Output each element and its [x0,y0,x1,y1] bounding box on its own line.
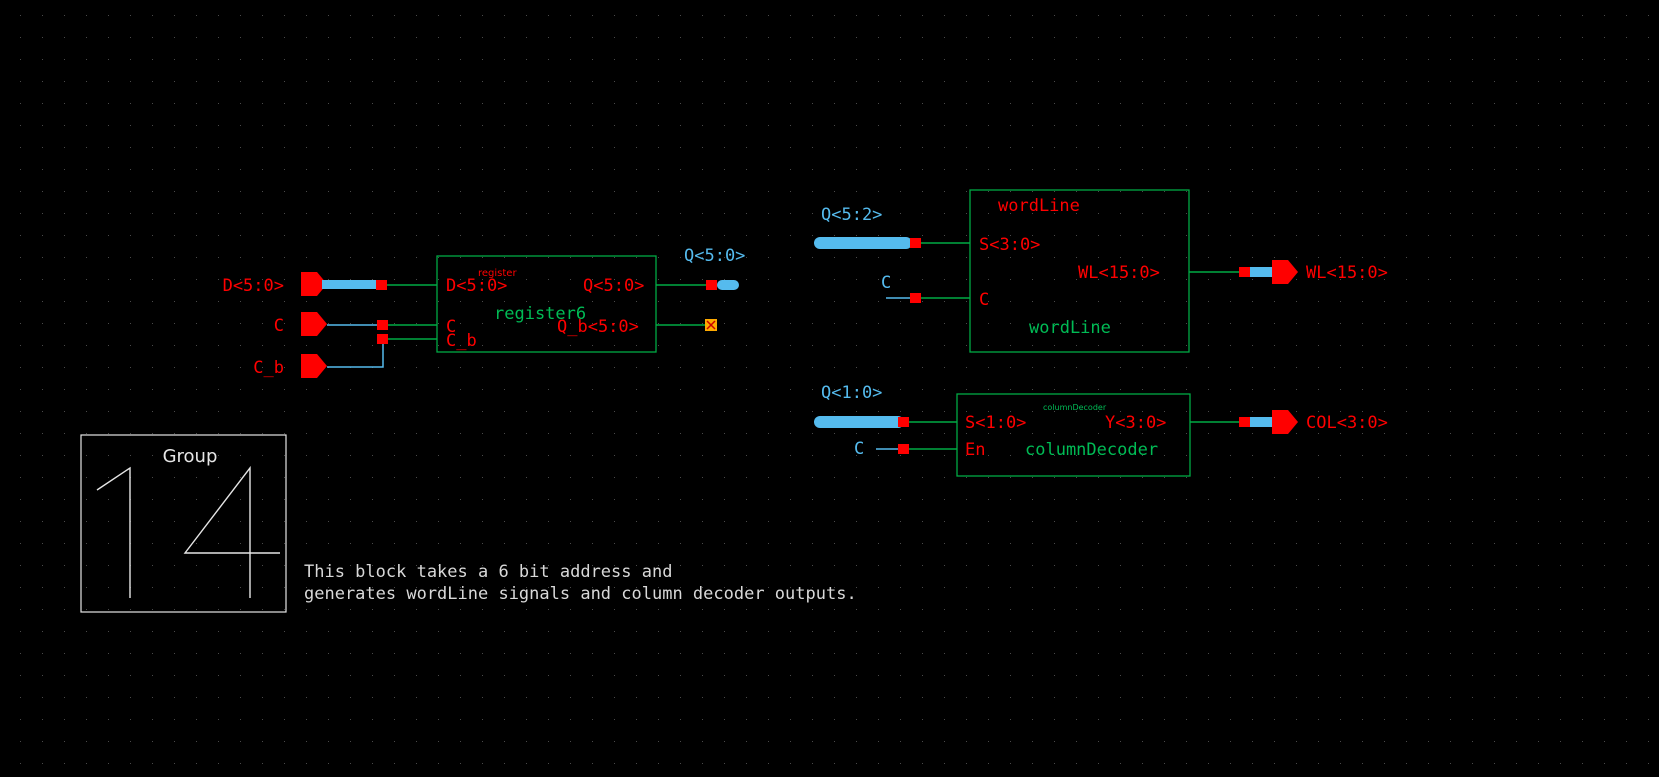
register-pin-qb: Q_b<5:0> [557,317,639,337]
input-pin-icon [301,272,327,296]
output-pin-wl[interactable]: WL<15:0> [1272,260,1388,284]
bus-endpoint [910,238,921,248]
net-label-q52: Q<5:2> [821,205,882,225]
group-box [80,434,287,613]
bus-wire-d[interactable] [322,280,382,289]
pin-label-d: D<5:0> [223,276,284,296]
wordline-box [969,189,1190,353]
noconnect-cross-icon [706,320,716,330]
bus-endpoint [376,280,387,290]
input-pin-d[interactable]: D<5:0> [223,272,327,296]
wire-endpoint [377,320,388,330]
column-decoder-box [956,393,1191,477]
register-instance-name: register6 [494,304,586,324]
input-pin-icon [301,312,327,336]
pin-label-cb: C_b [253,358,284,378]
net-label-c-coldec: C [854,439,864,459]
digit-one-glyph [96,466,131,598]
column-decoder-pin-y: Y<3:0> [1105,413,1166,433]
wire-endpoint [898,444,909,454]
pin-label-wl: WL<15:0> [1306,263,1388,283]
bus-endpoint [706,280,717,290]
net-label-q: Q<5:0> [684,246,745,266]
bus-stub-q52[interactable] [814,237,912,249]
column-decoder-instance[interactable]: columnDecoder S<1:0> Y<3:0> En columnDec… [956,393,1191,477]
description-line-1: This block takes a 6 bit address and [304,562,672,582]
output-pin-icon [1272,410,1298,434]
register-pin-cb: C_b [446,331,477,351]
input-pin-c[interactable]: C [274,312,327,336]
bus-stub-q[interactable] [717,280,739,290]
wordline-instance[interactable]: wordLine S<3:0> WL<15:0> C wordLine [969,189,1190,353]
wire-endpoint [377,334,388,344]
group-title: Group [163,446,218,467]
wordline-pin-s: S<3:0> [979,235,1040,255]
bus-endpoint [1239,267,1250,277]
pin-label-c: C [274,316,284,336]
description-line-2: generates wordLine signals and column de… [304,584,857,604]
column-decoder-pin-en: En [965,440,985,460]
bus-stub-wl[interactable] [1250,267,1274,277]
bus-endpoint [1239,417,1250,427]
digit-four-glyph [183,465,280,598]
output-pin-col[interactable]: COL<3:0> [1272,410,1388,434]
register-instance[interactable]: register D<5:0> Q<5:0> register6 C C_b Q… [436,255,657,353]
wordline-pin-c: C [979,290,989,310]
register-cell-label: register [478,268,517,279]
column-decoder-instance-name: columnDecoder [1025,440,1158,460]
input-pin-cb[interactable]: C_b [253,354,327,378]
wire-cb[interactable] [327,340,384,368]
wordline-cell-label: wordLine [998,196,1080,216]
register-pin-d: D<5:0> [446,276,507,296]
bus-endpoint [898,417,909,427]
wire-endpoint [910,293,921,303]
bus-stub-col[interactable] [1250,417,1274,427]
column-decoder-cell-label: columnDecoder [1043,403,1107,412]
register-box [436,255,657,353]
column-decoder-pin-s: S<1:0> [965,413,1026,433]
net-label-c-wordline: C [881,273,891,293]
input-pin-icon [301,354,327,378]
register-pin-q: Q<5:0> [583,276,644,296]
bus-stub-q10[interactable] [814,416,904,428]
register-pin-c: C [446,317,456,337]
group-title-block: Group 14 [80,434,287,613]
grid-dots [20,15,1649,764]
group-number-glyphs [96,465,280,598]
output-pin-icon [1272,260,1298,284]
wordline-instance-name: wordLine [1029,318,1111,338]
pin-label-col: COL<3:0> [1306,413,1388,433]
wordline-pin-wl: WL<15:0> [1078,263,1160,283]
net-label-q10: Q<1:0> [821,383,882,403]
